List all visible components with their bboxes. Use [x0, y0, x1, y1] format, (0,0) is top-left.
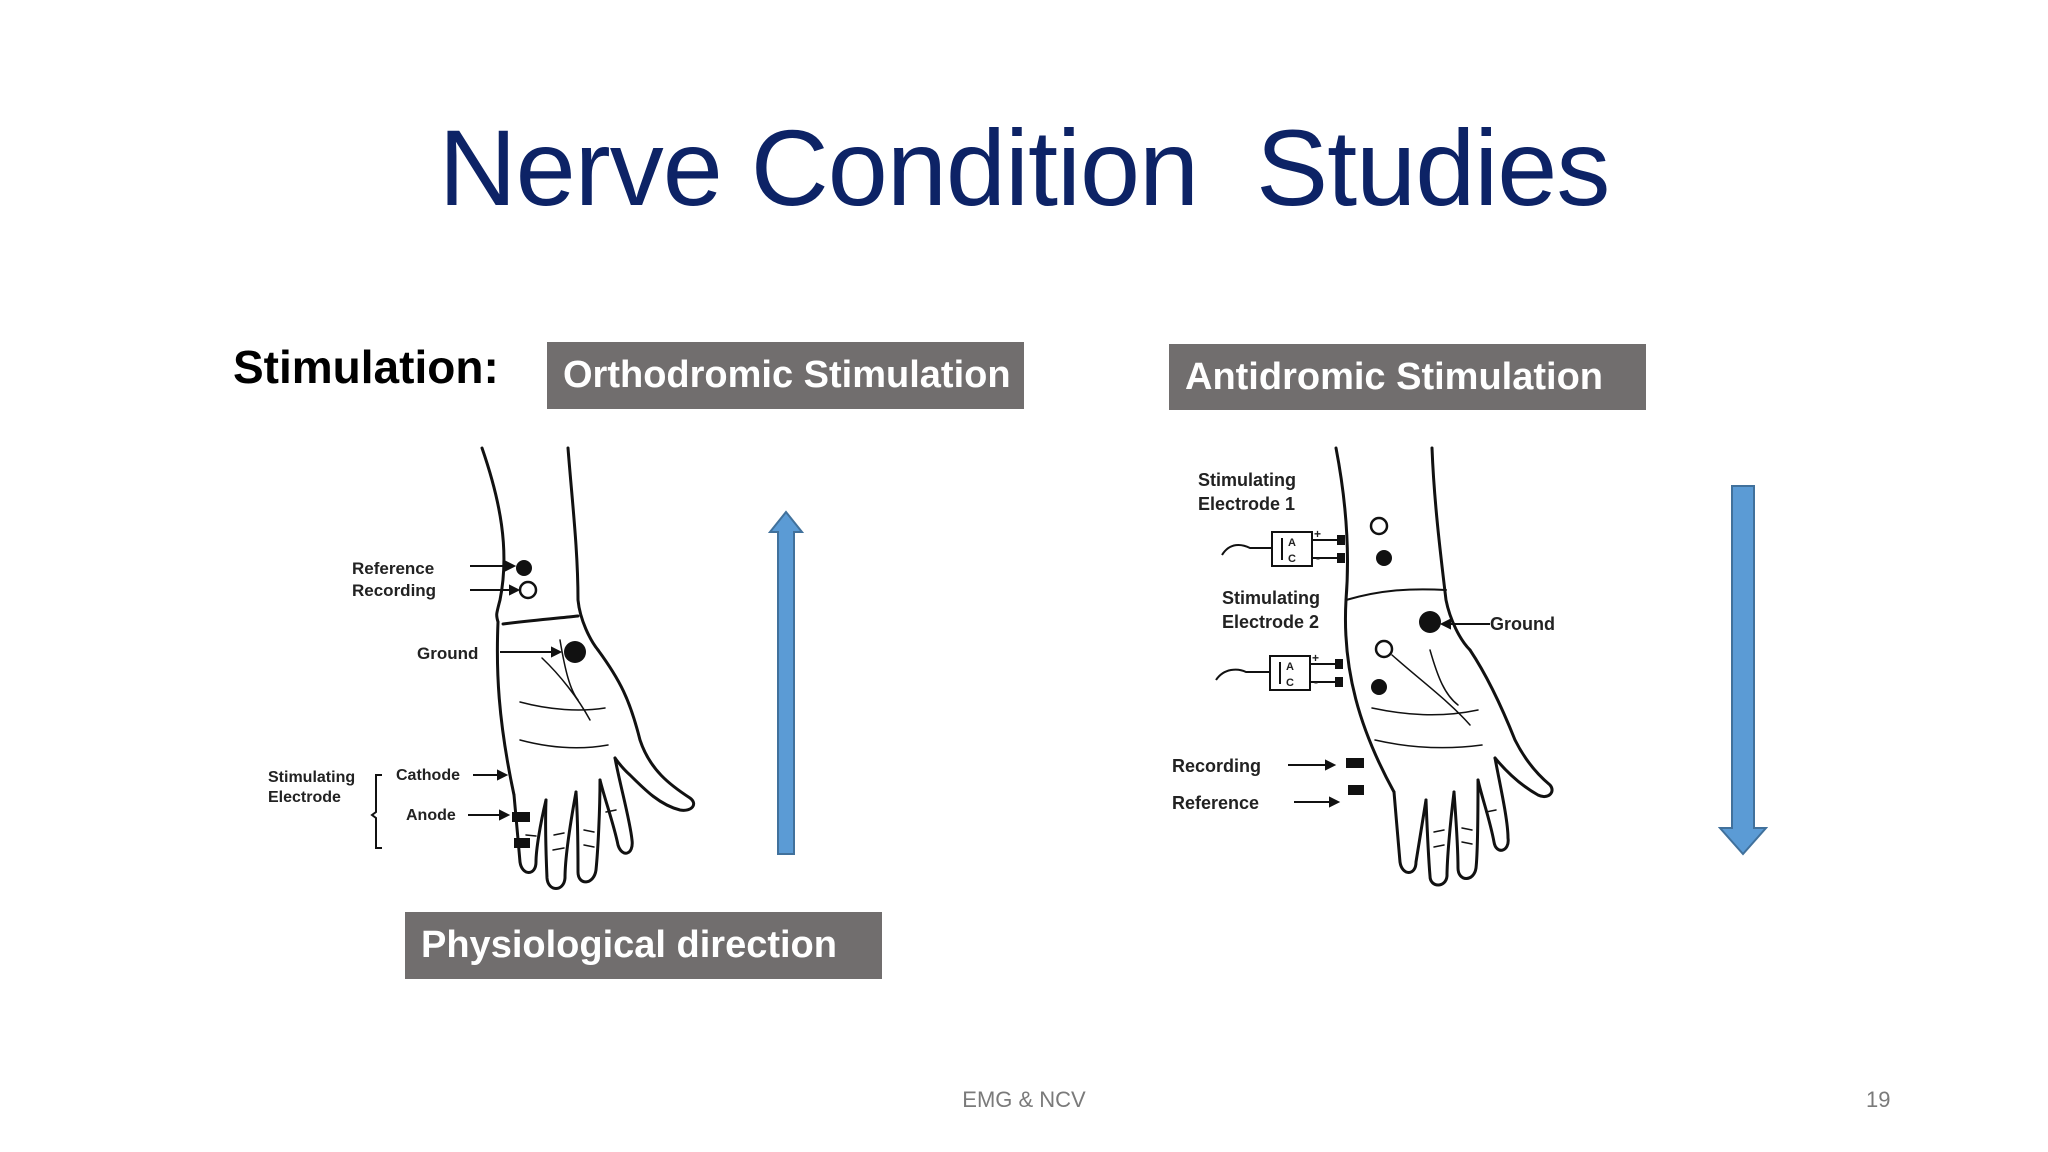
ground-electrode-icon [564, 641, 586, 663]
recording-label: Recording [1172, 756, 1261, 776]
stim2-line1: Stimulating [1222, 588, 1320, 608]
arrow-up-icon [767, 510, 805, 855]
stim1-line1: Stimulating [1198, 470, 1296, 490]
plus-label: + [1314, 527, 1321, 541]
cathode-1-icon [1376, 550, 1392, 566]
box-c-label: C [1288, 553, 1296, 565]
stimulator-1-icon [1221, 531, 1345, 567]
reference-label: Reference [352, 559, 434, 578]
minus-label: - [1316, 551, 1320, 565]
antidromic-stimulation-label: Antidromic Stimulation [1169, 344, 1646, 410]
antidromic-hand-diagram: A C + - A C + - Stimulating Electrode 1 … [1172, 446, 1555, 887]
stimulation-label: Stimulation: [233, 341, 499, 393]
box-c-label-2: C [1286, 677, 1294, 689]
cathode-ring-icon [512, 812, 530, 822]
slide-title: Nerve Condition Studies [438, 107, 1611, 228]
antidromic-text: Antidromic Stimulation [1185, 355, 1603, 398]
recording-label: Recording [352, 581, 436, 600]
arrow-down-icon [1718, 485, 1768, 856]
physiological-text: Physiological direction [421, 924, 837, 966]
cathode-2-icon [1371, 679, 1387, 695]
orthodromic-hand-diagram: Reference Recording Ground Stimulating E… [268, 446, 696, 890]
footer-title: EMG & NCV [962, 1087, 1086, 1112]
orthodromic-stimulation-label: Orthodromic Stimulation [547, 342, 1024, 409]
cathode-label: Cathode [396, 767, 460, 784]
anode-1-icon [1369, 516, 1389, 536]
anode-label: Anode [406, 807, 456, 824]
reference-electrode-icon [516, 560, 532, 576]
slide-number: 19 [1866, 1087, 1891, 1112]
anode-2-icon [1374, 639, 1394, 659]
reference-label: Reference [1172, 793, 1259, 813]
stim1-line2: Electrode 1 [1198, 494, 1295, 514]
stimulator-2-icon [1215, 655, 1343, 691]
reference-ring-icon [1348, 785, 1364, 795]
box-a-label: A [1288, 537, 1296, 549]
ground-label: Ground [417, 644, 478, 663]
minus-label-2: - [1314, 675, 1318, 689]
anode-ring-icon [514, 838, 530, 848]
physiological-direction-label: Physiological direction [405, 912, 882, 979]
recording-electrode-icon [518, 580, 538, 600]
orthodromic-text: Orthodromic Stimulation [563, 354, 1011, 396]
ground-electrode-icon [1419, 611, 1441, 633]
electrode-label: Electrode [268, 789, 341, 806]
plus-label-2: + [1312, 651, 1319, 665]
stim2-line2: Electrode 2 [1222, 612, 1319, 632]
ground-label: Ground [1490, 614, 1555, 634]
box-a-label-2: A [1286, 661, 1294, 673]
recording-ring-icon [1346, 758, 1364, 768]
stimulating-label: Stimulating [268, 769, 355, 786]
